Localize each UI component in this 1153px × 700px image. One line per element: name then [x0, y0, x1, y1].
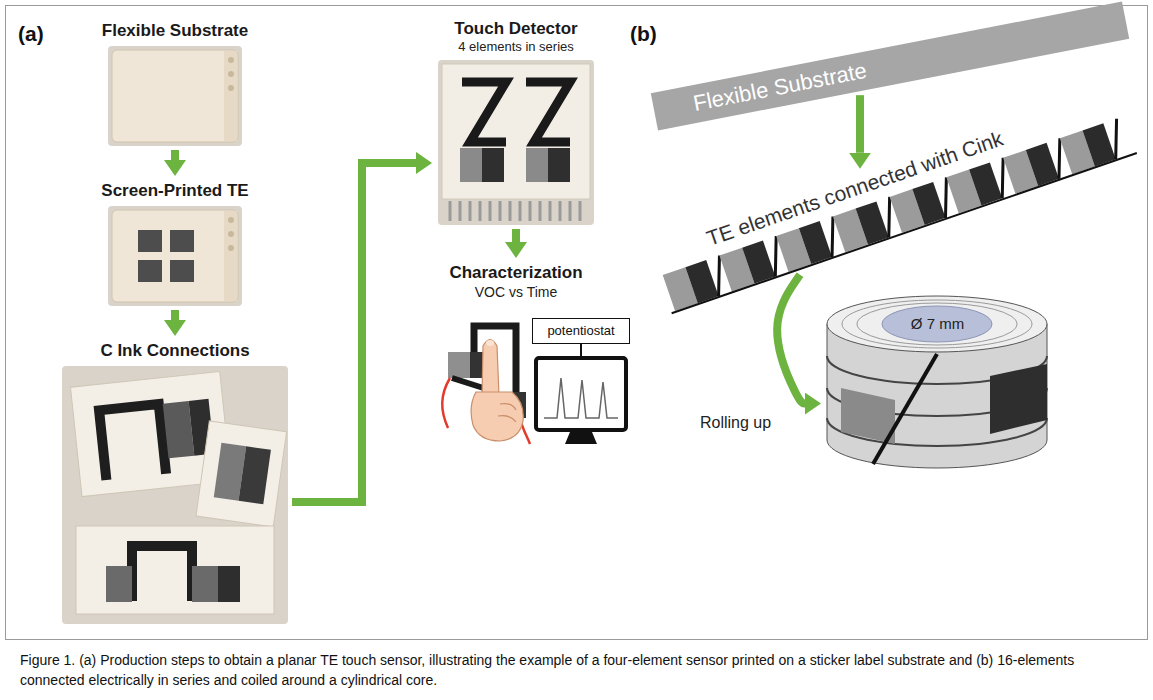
node-heading: Ø 7 mm	[825, 315, 1050, 333]
node-heading: potentiostat	[536, 323, 626, 339]
photo	[108, 206, 242, 306]
figure-frame	[6, 6, 1148, 640]
process-step: Screen-Printed TE	[90, 180, 260, 306]
te-strip	[656, 112, 1139, 315]
node-subtext: 4 elements in series	[436, 39, 596, 55]
touch-sensor-sketch	[442, 326, 530, 444]
substrate-band: Flexible Substrate	[651, 2, 1129, 131]
node-heading: Screen-Printed TE	[90, 180, 260, 201]
process-step: Touch Detector4 elements in series	[436, 18, 596, 225]
flow-arrow	[292, 163, 416, 502]
substrate-photo	[108, 46, 242, 146]
node-heading: C Ink Connections	[62, 340, 288, 361]
roll-core: Ø 7 mm	[825, 292, 1050, 472]
node-heading: Characterization	[436, 262, 596, 283]
node-heading: Flexible Substrate	[90, 20, 260, 41]
process-step: Flexible Substrate	[90, 20, 260, 146]
flow-arrow	[512, 229, 520, 242]
edge-label: Rolling up	[698, 414, 773, 432]
process-step: C Ink Connections	[62, 340, 288, 624]
touch-detector-photo	[438, 60, 594, 225]
figure-caption: Figure 1. (a) Production steps to obtain…	[20, 650, 1133, 690]
instrument-box: potentiostat	[532, 318, 630, 344]
monitor-sketch	[536, 343, 626, 444]
te-strip-group: TE elements connected with Cink	[647, 85, 1140, 316]
flow-arrow	[171, 150, 179, 160]
photo	[108, 46, 242, 146]
photo	[438, 60, 594, 225]
photo	[62, 366, 288, 624]
node-heading: Flexible Substrate	[691, 7, 1128, 116]
node-heading: Touch Detector	[436, 18, 596, 39]
panel-label: (b)	[630, 22, 657, 46]
flow-arrow	[856, 95, 864, 153]
te-strip	[656, 112, 1139, 315]
process-step: CharacterizationVOC vs Time	[436, 262, 596, 301]
printed-te-photo	[108, 206, 242, 306]
panel-label: (a)	[18, 22, 44, 46]
flow-arrow	[171, 310, 179, 320]
node-subtext: VOC vs Time	[436, 283, 596, 301]
connections-photo	[62, 366, 288, 624]
flow-arrow	[777, 275, 805, 404]
